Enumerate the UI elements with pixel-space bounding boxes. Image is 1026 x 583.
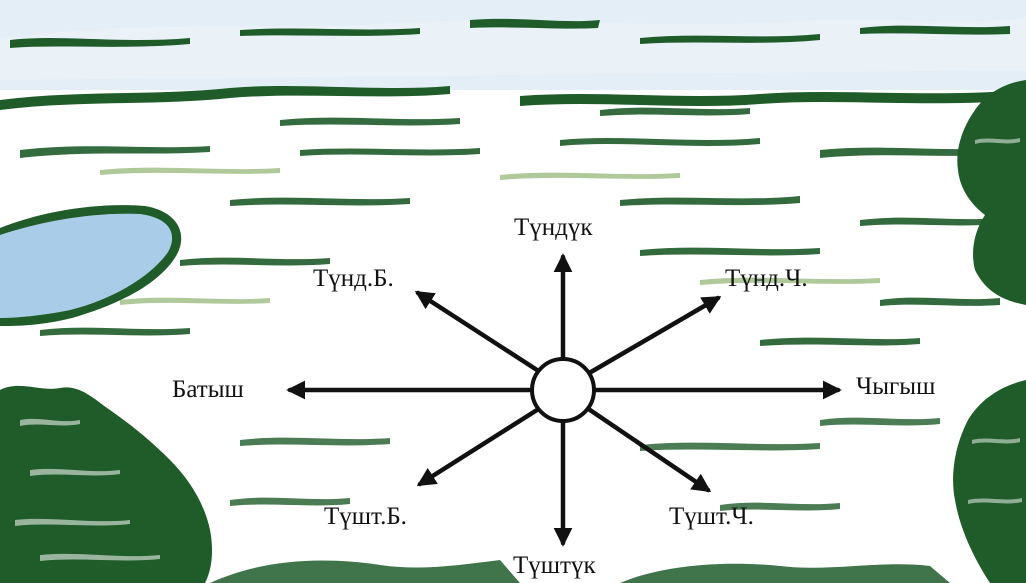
foreground-strokes bbox=[230, 417, 940, 511]
label-northeast: Түнд.Ч. bbox=[725, 265, 808, 292]
foreground-grass-right bbox=[620, 563, 950, 583]
foreground-grass bbox=[210, 560, 520, 583]
left-trees bbox=[0, 385, 213, 583]
label-east: Чыгыш bbox=[856, 373, 936, 400]
lake-shore bbox=[0, 205, 182, 326]
lake bbox=[0, 213, 173, 318]
arrow-southeast bbox=[587, 407, 712, 493]
field-strokes bbox=[20, 107, 1000, 346]
arrow-southwest bbox=[416, 407, 540, 487]
label-southwest: Түшт.Б. bbox=[324, 503, 407, 530]
right-foreground-trees bbox=[953, 380, 1026, 583]
label-southeast: Түшт.Ч. bbox=[669, 503, 754, 530]
left-tree-texture bbox=[15, 418, 160, 561]
label-northwest: Түнд.Б. bbox=[313, 265, 394, 292]
compass-center bbox=[530, 357, 596, 423]
label-west: Батыш bbox=[172, 376, 244, 403]
label-south: Түштүк bbox=[513, 552, 596, 579]
right-tree-texture bbox=[968, 138, 1022, 504]
compass-arrows bbox=[286, 253, 842, 547]
label-north: Түндүк bbox=[514, 214, 593, 241]
grass-highlights bbox=[100, 167, 880, 305]
arrow-northeast bbox=[588, 295, 722, 375]
right-trees bbox=[957, 80, 1026, 305]
distant-foliage bbox=[0, 18, 1026, 110]
arrow-northwest bbox=[414, 290, 540, 373]
